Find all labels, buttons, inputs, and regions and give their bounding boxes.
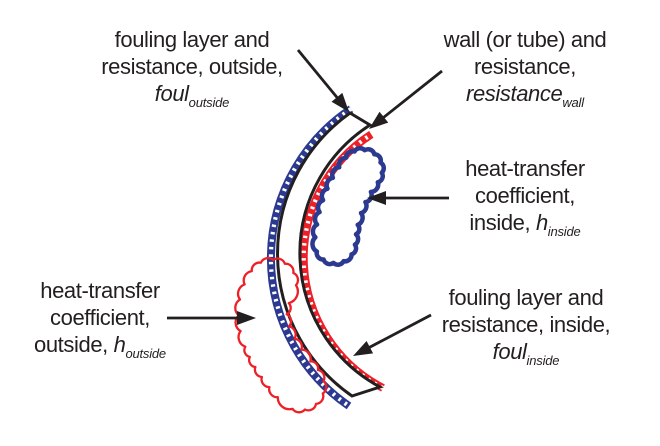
arrow-foul-inside-line xyxy=(367,313,432,350)
label-formula: fouloutside xyxy=(78,80,306,116)
label-h-outside: heat-transfer coefficient, outside, hout… xyxy=(6,277,194,367)
arrow-wall-resistance-head xyxy=(369,111,389,129)
label-formula: resistancewall xyxy=(410,80,640,116)
label-line: wall (or tube) and xyxy=(443,27,607,52)
arrow-foul-inside-head xyxy=(353,340,374,356)
label-formula: foulinside xyxy=(416,338,636,374)
formula-main: resistance xyxy=(466,81,563,106)
formula-main: foul xyxy=(492,339,527,364)
label-line: heat-transfer xyxy=(40,278,160,303)
formula-subscript: inside xyxy=(547,224,581,239)
arrow-foul-outside-head xyxy=(331,92,349,112)
outside-film-cloud xyxy=(234,256,328,414)
formula-main: h xyxy=(535,210,548,235)
label-line: fouling layer and xyxy=(448,285,604,310)
label-foul-outside: fouling layer and resistance, outside, f… xyxy=(78,26,306,116)
label-line: coefficient, xyxy=(50,305,150,330)
formula-subscript: wall xyxy=(562,95,584,110)
label-line: fouling layer and xyxy=(114,27,270,52)
label-formula: outside, houtside xyxy=(6,331,194,367)
formula-main: h xyxy=(113,332,126,357)
tube-wall xyxy=(276,111,384,398)
formula-subscript: outside xyxy=(125,346,166,361)
formula-main: foul xyxy=(154,81,189,106)
label-foul-inside: fouling layer and resistance, inside, fo… xyxy=(416,284,636,374)
formula-prefix: outside, xyxy=(34,332,114,357)
label-line: coefficient, xyxy=(475,183,575,208)
label-line: heat-transfer xyxy=(465,156,585,181)
inside-film-blob xyxy=(310,146,386,267)
label-line: resistance, xyxy=(474,54,576,79)
label-line: resistance, outside, xyxy=(101,54,283,79)
outer-fouling-layer xyxy=(266,105,354,410)
arrow-h-inside-head xyxy=(367,191,386,205)
arrow-h-outside-head xyxy=(237,311,256,325)
formula-subscript: inside xyxy=(526,353,560,368)
label-wall-resistance: wall (or tube) and resistance, resistanc… xyxy=(410,26,640,116)
label-h-inside: heat-transfer coefficient, inside, hinsi… xyxy=(430,155,620,245)
label-formula: inside, hinside xyxy=(430,209,620,245)
arrow-foul-outside-line xyxy=(296,49,340,100)
formula-subscript: outside xyxy=(188,95,230,110)
formula-prefix: inside, xyxy=(469,210,536,235)
arrow-wall-resistance-line xyxy=(381,69,443,120)
label-line: resistance, inside, xyxy=(441,312,611,337)
